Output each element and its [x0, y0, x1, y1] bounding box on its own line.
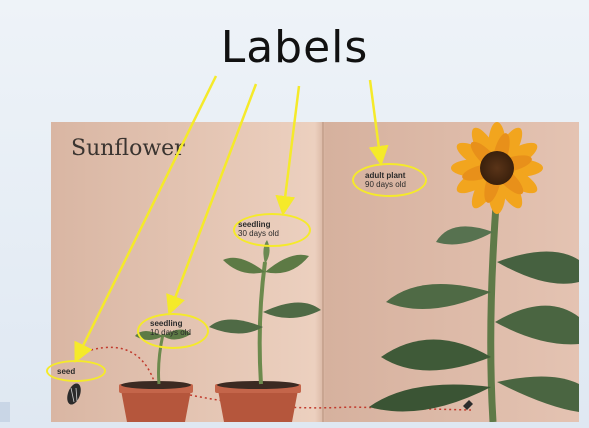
arrow-to-seedling-30 — [284, 86, 299, 206]
arrow-to-adult-plant — [370, 80, 380, 156]
arrow-to-seedling-10 — [172, 84, 256, 306]
slide-corner-edge — [0, 402, 10, 422]
arrow-to-seed — [79, 76, 216, 354]
